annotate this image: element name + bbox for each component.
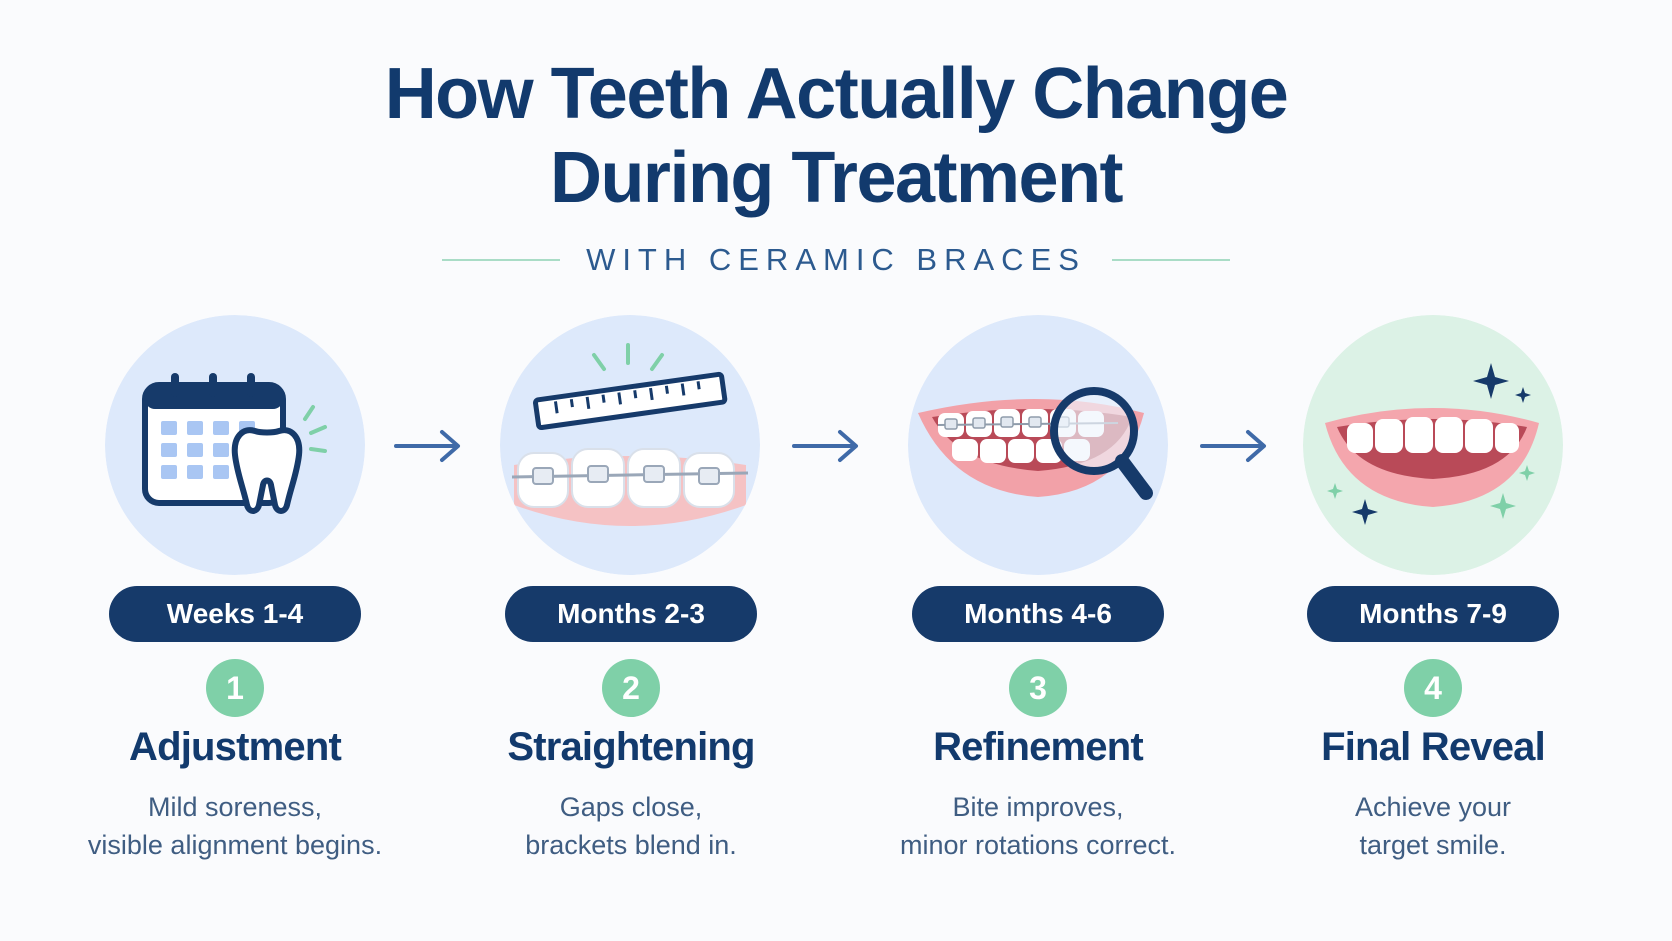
title-line-1: How Teeth Actually Change bbox=[384, 54, 1289, 134]
stage-1-illustration bbox=[105, 315, 365, 575]
arrow-right-icon bbox=[1200, 430, 1266, 462]
stage-1-period: Weeks 1-4 bbox=[109, 586, 361, 642]
stage-1-desc-line-1: Mild soreness, bbox=[147, 792, 323, 822]
title-line-2: During Treatment bbox=[549, 138, 1124, 218]
stage-3-illustration bbox=[908, 315, 1168, 575]
sparkle-smile-icon bbox=[1303, 315, 1563, 575]
stage-1-desc-line-2: visible alignment begins. bbox=[87, 830, 383, 860]
stage-2-period: Months 2-3 bbox=[505, 586, 757, 642]
stage-2-desc-line-1: Gaps close, bbox=[559, 792, 703, 822]
subtitle-rule-left bbox=[442, 259, 561, 261]
subtitle-rule-right bbox=[1111, 259, 1230, 261]
stage-2-illustration bbox=[500, 315, 760, 575]
stage-2-number-badge: 2 bbox=[602, 659, 660, 717]
page-title: How Teeth Actually Change During Treatme… bbox=[0, 52, 1672, 220]
smile-magnifier-icon bbox=[908, 315, 1168, 575]
stage-2-description: Gaps close, brackets blend in. bbox=[451, 788, 811, 864]
stage-4-period: Months 7-9 bbox=[1307, 586, 1559, 642]
stage-3-name: Refinement bbox=[933, 725, 1144, 769]
stage-2-desc-line-2: brackets blend in. bbox=[525, 830, 737, 860]
stage-4-name: Final Reveal bbox=[1321, 725, 1546, 769]
arrow-right-icon bbox=[394, 430, 460, 462]
stage-3-desc-line-1: Bite improves, bbox=[952, 792, 1124, 822]
stage-3-description: Bite improves, minor rotations correct. bbox=[858, 788, 1218, 864]
stage-1-number-badge: 1 bbox=[206, 659, 264, 717]
stage-3-number-badge: 3 bbox=[1009, 659, 1067, 717]
subtitle: WITH CERAMIC BRACES bbox=[586, 242, 1086, 277]
stage-4-description: Achieve your target smile. bbox=[1253, 788, 1613, 864]
ruler-braces-icon bbox=[500, 315, 760, 575]
calendar-tooth-icon bbox=[105, 315, 365, 575]
stage-3-desc-line-2: minor rotations correct. bbox=[899, 830, 1177, 860]
stage-3-period: Months 4-6 bbox=[912, 586, 1164, 642]
stage-4-desc-line-1: Achieve your bbox=[1354, 792, 1512, 822]
subtitle-row: WITH CERAMIC BRACES bbox=[0, 240, 1672, 280]
arrow-right-icon bbox=[792, 430, 858, 462]
stage-2-name: Straightening bbox=[507, 725, 755, 769]
stage-1-description: Mild soreness, visible alignment begins. bbox=[55, 788, 415, 864]
stage-4-illustration bbox=[1303, 315, 1563, 575]
stage-1-name: Adjustment bbox=[128, 725, 342, 769]
stage-4-number-badge: 4 bbox=[1404, 659, 1462, 717]
stage-4-desc-line-2: target smile. bbox=[1359, 830, 1507, 860]
